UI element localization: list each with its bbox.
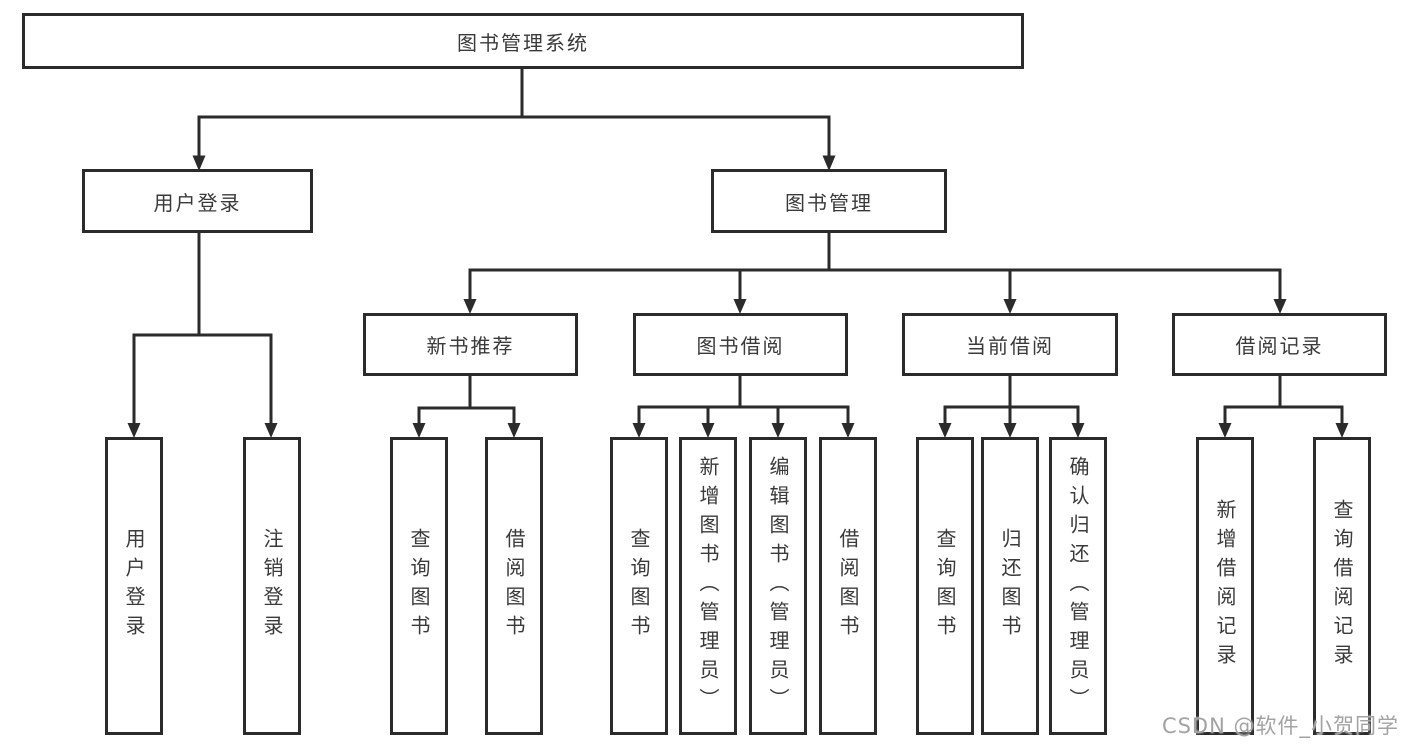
node-borrowing-records: 借阅记录 — [1172, 313, 1387, 376]
leaf-label: 用户登录 — [122, 528, 146, 644]
leaf-label: 新增借阅记录 — [1213, 499, 1237, 673]
leaf-label: 注销登录 — [260, 528, 284, 644]
leaf-label: 查询图书 — [407, 528, 431, 644]
leaf-query-books-borrowing: 查询图书 — [610, 437, 668, 735]
node-label: 借阅记录 — [1235, 334, 1324, 358]
leaf-confirm-return-admin: 确认归还（管理员） — [1049, 437, 1107, 735]
node-label: 图书借阅 — [696, 334, 785, 358]
node-label: 新书推荐 — [426, 334, 515, 358]
node-label: 用户登录 — [153, 190, 242, 215]
leaf-label: 归还图书 — [998, 528, 1022, 644]
node-current-borrowing: 当前借阅 — [902, 313, 1118, 376]
node-label: 图书管理系统 — [457, 30, 589, 55]
leaf-label: 查询图书 — [627, 528, 651, 644]
node-label: 图书管理 — [785, 190, 873, 215]
leaf-query-books-recommend: 查询图书 — [390, 437, 448, 735]
leaf-label: 借阅图书 — [836, 528, 860, 644]
leaf-query-books-current: 查询图书 — [916, 437, 974, 735]
leaf-label: 编辑图书（管理员） — [766, 455, 790, 717]
leaf-label: 借阅图书 — [502, 528, 526, 644]
leaf-label: 新增图书（管理员） — [696, 455, 720, 717]
leaf-add-borrow-record: 新增借阅记录 — [1196, 437, 1254, 735]
leaf-return-book: 归还图书 — [981, 437, 1039, 735]
leaf-edit-book-admin: 编辑图书（管理员） — [749, 437, 807, 735]
leaf-borrow-books-recommend: 借阅图书 — [485, 437, 543, 735]
node-new-book-recommend: 新书推荐 — [363, 313, 578, 376]
leaf-label: 查询图书 — [933, 528, 957, 644]
leaf-user-login: 用户登录 — [105, 437, 163, 735]
leaf-borrow-books-borrowing: 借阅图书 — [819, 437, 877, 735]
csdn-watermark: CSDN @软件_小贺同学 — [1161, 714, 1399, 738]
node-label: 当前借阅 — [966, 334, 1054, 358]
node-book-management: 图书管理 — [711, 169, 947, 233]
node-book-borrowing: 图书借阅 — [633, 313, 848, 376]
leaf-logout: 注销登录 — [243, 437, 301, 735]
leaf-query-borrow-record: 查询借阅记录 — [1313, 437, 1371, 735]
leaf-add-book-admin: 新增图书（管理员） — [679, 437, 737, 735]
node-user-login: 用户登录 — [82, 169, 313, 233]
leaf-label: 查询借阅记录 — [1330, 499, 1354, 673]
leaf-label: 确认归还（管理员） — [1066, 455, 1090, 717]
node-library-management-system: 图书管理系统 — [22, 13, 1024, 69]
